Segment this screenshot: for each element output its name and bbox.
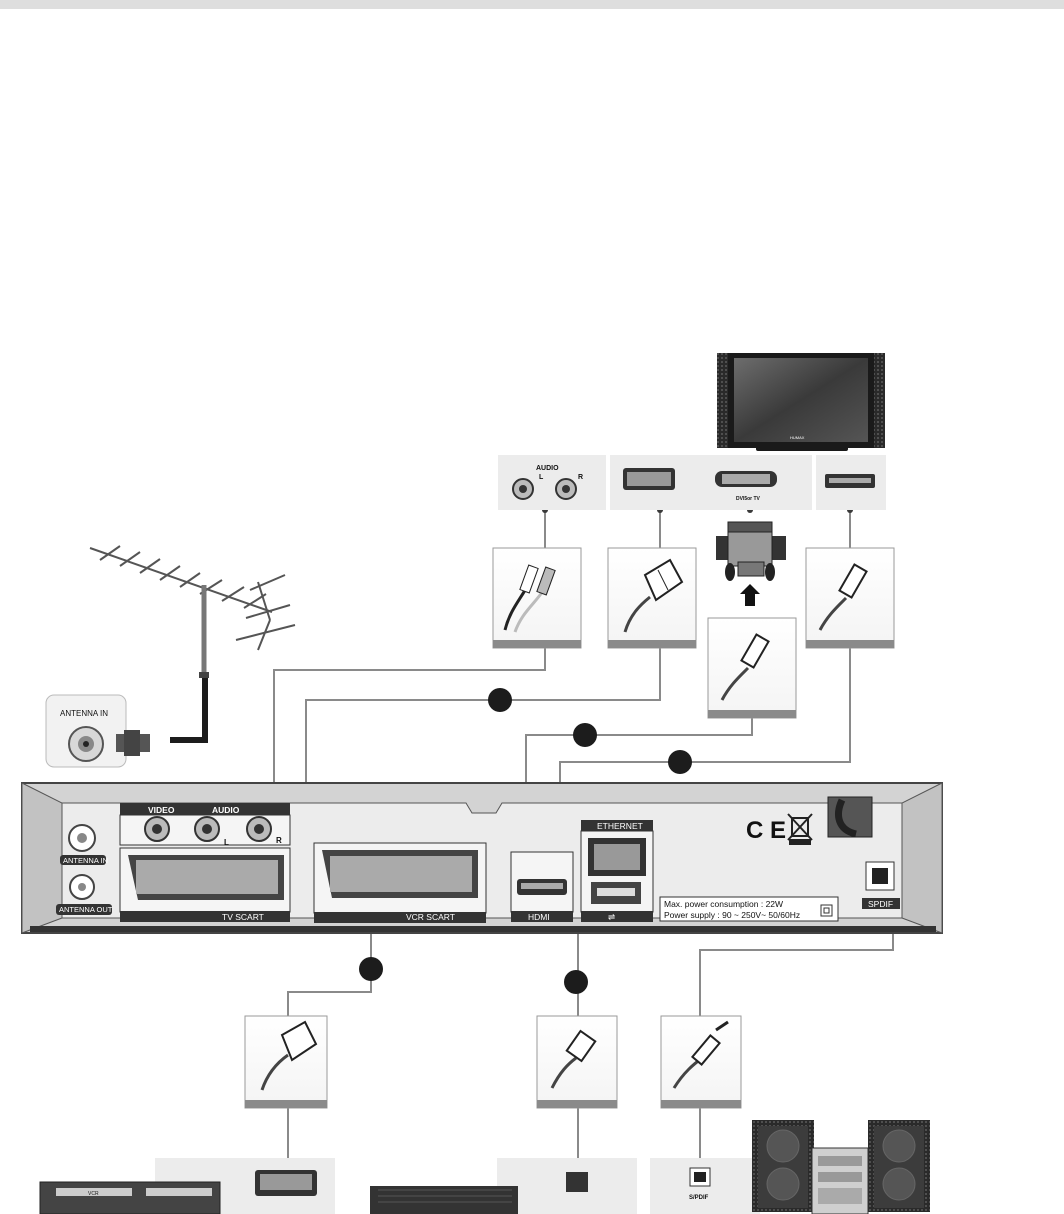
tv-audio-r: R: [578, 474, 583, 481]
step-marker: [564, 970, 588, 994]
tv-audio-l: L: [539, 474, 544, 481]
dvi-adapter-icon: [716, 521, 786, 606]
optical-plug-icon: [660, 1015, 742, 1109]
scart-plug-icon: [607, 547, 697, 649]
tv-dvi-label: DVI5or TV: [736, 496, 761, 502]
weee-icon: [787, 813, 813, 845]
video-label: VIDEO: [148, 805, 175, 815]
ethernet-plug-icon: [536, 1015, 618, 1109]
audio-label: AUDIO: [212, 805, 240, 815]
antenna-in-panel: ANTENNA IN: [45, 694, 150, 768]
hdmi-label: HDMI: [528, 912, 550, 922]
step-marker: [359, 957, 383, 981]
vcr-icon: VCR: [39, 1158, 335, 1214]
cable-tv-audio: [273, 648, 546, 806]
audio-l-label: L: [224, 838, 229, 847]
tv-icon: HUMAX: [717, 353, 885, 451]
step-marker: [488, 688, 512, 712]
ce-mark: C E: [746, 817, 786, 844]
step-marker: [573, 723, 597, 747]
power-consumption-text: Max. power consumption : 22W: [664, 899, 783, 909]
scart-plug-icon: [244, 1015, 328, 1109]
device-antenna-out-label: ANTENNA OUT: [59, 905, 113, 914]
vcr-label: VCR: [88, 1191, 99, 1197]
ethernet-label: ETHERNET: [597, 821, 643, 831]
tv-hdmi-panel: [816, 455, 886, 510]
cable-vcr-scart: [287, 904, 372, 1016]
device-antenna-in-label: ANTENNA IN: [63, 856, 108, 865]
power-supply-text: Power supply : 90 ~ 250V~ 50/60Hz: [664, 910, 800, 920]
vcr-scart-label: VCR SCART: [406, 912, 455, 922]
spdif-label: SPDIF: [868, 899, 893, 909]
tv-audio-label: AUDIO: [536, 465, 559, 472]
hdmi-plug-icon: [805, 547, 895, 649]
tv-scart-label: TV SCART: [222, 912, 264, 922]
power-cord-icon: [827, 796, 873, 838]
hdmi-plug-icon: [707, 617, 797, 719]
rca-plug-icon: [492, 547, 582, 649]
spdif-input-label: S/PDIF: [689, 1195, 709, 1201]
svg-text:⇌: ⇌: [608, 912, 616, 922]
antenna-icon: [89, 545, 296, 743]
antenna-in-label: ANTENNA IN: [60, 709, 108, 718]
audio-system-icon: S/PDIF: [650, 1120, 930, 1214]
modem-icon: [370, 1158, 637, 1214]
receiver-back-panel: ANTENNA IN ANTENNA OUT VIDEO AUDIO L R T…: [21, 782, 943, 934]
step-markers: [359, 688, 692, 994]
audio-r-label: R: [276, 836, 282, 845]
tv-audio-panel: AUDIO L R: [498, 455, 606, 510]
top-bar: [0, 0, 1064, 9]
tv-brand: HUMAX: [790, 435, 805, 440]
tv-scart-dvi-panel: DVI5or TV: [610, 455, 812, 510]
step-marker: [668, 750, 692, 774]
